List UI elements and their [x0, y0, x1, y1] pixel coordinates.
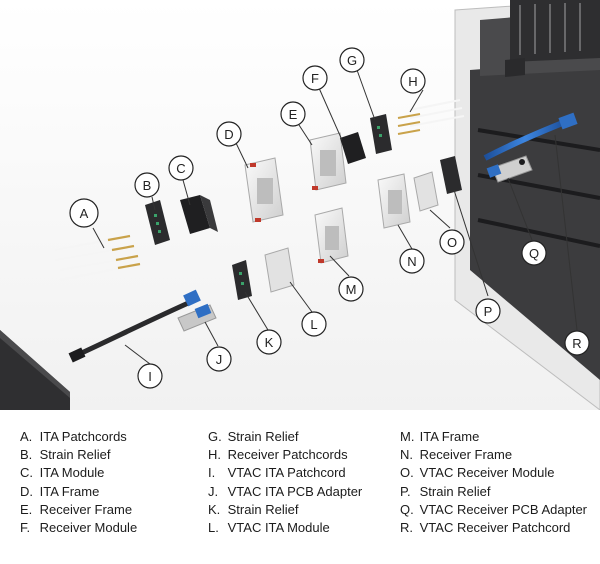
legend-item: C. ITA Module — [20, 465, 105, 481]
callout-e: E — [280, 101, 306, 127]
legend-item: O. VTAC Receiver Module — [400, 465, 555, 481]
callout-label-p: P — [484, 304, 493, 319]
callout-c: C — [168, 155, 194, 181]
callout-label-b: B — [143, 178, 152, 193]
callout-label-q: Q — [529, 246, 539, 261]
callout-o: O — [439, 229, 465, 255]
legend-item: M. ITA Frame — [400, 429, 480, 444]
callout-q: Q — [521, 240, 547, 266]
callout-a: A — [69, 198, 99, 228]
ita-frame-m-illustration — [314, 207, 349, 264]
legend-item: Q. VTAC Receiver PCB Adapter — [400, 501, 588, 517]
legend-column-1: A. ITA Patchcords B. Strain Relief C. IT… — [20, 428, 137, 537]
callout-n: N — [399, 248, 425, 274]
callout-h: H — [400, 68, 426, 94]
strain-relief-k-illustration — [232, 260, 252, 300]
ita-module-c-illustration — [180, 195, 218, 234]
legend-item: D. ITA Frame — [20, 483, 100, 499]
callout-i: I — [137, 363, 163, 389]
callout-g: G — [339, 47, 365, 73]
vtac-receiver-module-illustration — [413, 171, 439, 212]
legend-item: E. Receiver Frame — [20, 501, 133, 517]
legend-column-3: M. ITA Frame N. Receiver Frame O. VTAC R… — [400, 428, 587, 537]
callout-r: R — [564, 330, 590, 356]
callout-label-i: I — [148, 369, 152, 384]
callout-label-k: K — [265, 335, 274, 350]
callout-label-l: L — [310, 317, 317, 332]
callout-l: L — [301, 311, 327, 337]
parts-legend: A. ITA Patchcords B. Strain Relief C. IT… — [0, 410, 600, 564]
legend-item: B. Strain Relief — [20, 447, 111, 463]
legend-item: A. ITA Patchcords — [20, 429, 127, 444]
callout-b: B — [134, 172, 160, 198]
legend-item: K. Strain Relief — [208, 501, 299, 517]
legend-item: F. Receiver Module — [20, 520, 138, 536]
callout-label-h: H — [408, 74, 417, 89]
strain-relief-g-illustration — [370, 114, 392, 154]
callout-p: P — [475, 298, 501, 324]
ita-patchcords-illustration — [54, 234, 141, 282]
callout-label-o: O — [447, 235, 457, 250]
vtac-receiver-patchcord-illustration — [483, 112, 578, 161]
callout-f: F — [302, 65, 328, 91]
legend-item: P. Strain Relief — [400, 483, 491, 499]
vtac-ita-pcb-adapter-illustration — [177, 303, 217, 332]
legend-item: L. VTAC ITA Module — [208, 520, 330, 536]
legend-item: N. Receiver Frame — [400, 447, 513, 463]
leader-lines — [92, 69, 578, 365]
ita-rack-corner — [0, 330, 70, 410]
vtac-ita-module-illustration — [264, 247, 295, 293]
callout-k: K — [256, 329, 282, 355]
callout-label-m: M — [346, 282, 357, 297]
receiver-frame-e-illustration — [309, 132, 347, 191]
legend-item: G. Strain Relief — [208, 429, 299, 444]
legend-column-2: G. Strain Relief H. Receiver Patchcords … — [208, 428, 362, 537]
legend-item: R. VTAC Receiver Patchcord — [400, 520, 571, 536]
callout-d: D — [216, 121, 242, 147]
callout-label-r: R — [572, 336, 581, 351]
callout-label-a: A — [80, 206, 89, 221]
callout-label-g: G — [347, 53, 357, 68]
callout-label-d: D — [224, 127, 233, 142]
legend-item: H. Receiver Patchcords — [208, 447, 348, 463]
vtac-ita-patchcord-illustration — [68, 289, 201, 363]
legend-item: J. VTAC ITA PCB Adapter — [208, 483, 363, 499]
callout-label-n: N — [407, 254, 416, 269]
receiver-frame-n-illustration — [377, 173, 411, 229]
callout-label-c: C — [176, 161, 185, 176]
receiver-patchcords-illustration — [397, 99, 465, 135]
exploded-assembly-diagram: A B C D E F G H I J K L M N O P Q R — [0, 0, 600, 410]
callout-j: J — [206, 346, 232, 372]
receiver-module-f-illustration — [340, 132, 366, 164]
strain-relief-b-illustration — [145, 200, 170, 245]
vtac-receiver-pcb-adapter-illustration — [486, 155, 533, 183]
callout-label-e: E — [289, 107, 298, 122]
callout-label-f: F — [311, 71, 319, 86]
ita-frame-d-illustration — [244, 157, 284, 223]
callout-m: M — [338, 276, 364, 302]
callout-label-j: J — [216, 352, 223, 367]
legend-item: I. VTAC ITA Patchcord — [208, 465, 346, 481]
strain-relief-p-illustration — [440, 156, 462, 194]
